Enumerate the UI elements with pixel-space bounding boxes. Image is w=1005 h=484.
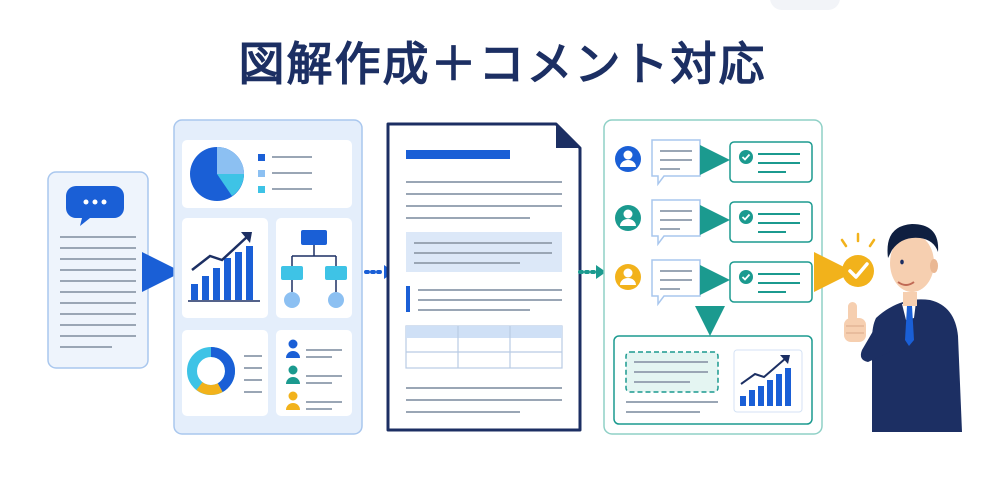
- thumbs-up-icon: [844, 302, 866, 342]
- donut-legend: [244, 355, 262, 393]
- user-icon: [286, 365, 300, 384]
- user-icon: [615, 146, 641, 172]
- document-page: [386, 122, 582, 432]
- resolved-card: [729, 261, 813, 303]
- user-icon: [286, 391, 300, 410]
- donut-chart-icon: [187, 347, 235, 395]
- check-icon: [739, 210, 753, 224]
- resolved-card: [729, 141, 813, 183]
- donut-chart-card: [182, 330, 268, 416]
- approval-check-icon: [840, 232, 876, 287]
- dotted-arrow-icon: [578, 265, 606, 279]
- comment-row: [615, 199, 813, 247]
- comment-review-panel: [603, 119, 823, 435]
- check-icon: [739, 150, 753, 164]
- bar-chart-icon: [188, 232, 260, 302]
- memo-text-lines: [60, 236, 136, 348]
- chart-gallery-panel: [173, 119, 363, 435]
- pie-chart-icon: [190, 147, 244, 201]
- user-icon: [615, 264, 641, 290]
- check-icon: [739, 270, 753, 284]
- comment-row: [615, 139, 813, 187]
- bar-chart-card: [182, 218, 268, 318]
- document-table: [405, 325, 563, 369]
- comment-row: [615, 259, 813, 307]
- revised-result-card: [613, 335, 813, 425]
- flowchart-icon: [281, 230, 347, 308]
- resolved-card: [729, 201, 813, 243]
- bar-chart-icon: [733, 349, 803, 413]
- pie-chart-card: [182, 140, 352, 208]
- input-memo-card: [47, 171, 149, 369]
- corner-decoration: [770, 0, 840, 10]
- chat-bubble-icon: [66, 186, 124, 226]
- page-title: 図解作成＋コメント対応: [238, 37, 767, 91]
- people-list-card: [276, 330, 352, 416]
- comment-bubble-icon: [651, 259, 701, 307]
- comment-bubble-icon: [651, 199, 701, 247]
- flowchart-card: [276, 218, 352, 318]
- pie-legend: [258, 154, 312, 193]
- user-icon: [286, 339, 300, 358]
- user-icon: [615, 205, 641, 231]
- person-illustration: [844, 224, 962, 432]
